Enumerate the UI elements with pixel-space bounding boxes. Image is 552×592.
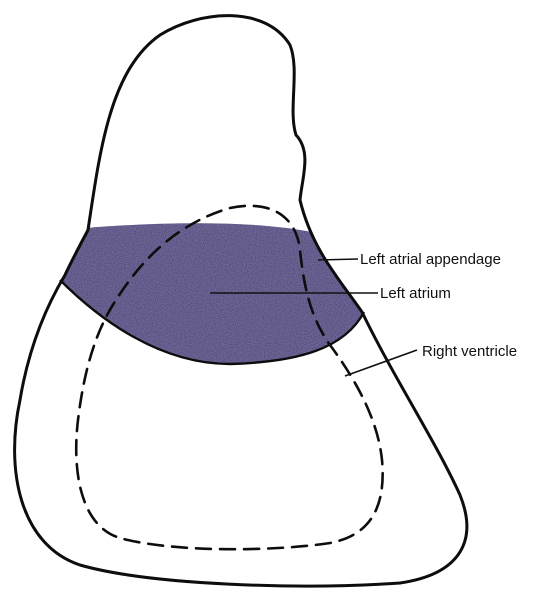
label-left-atrial-appendage: Left atrial appendage [360,251,501,268]
leader-line-right-ventricle [345,350,417,376]
label-left-atrium: Left atrium [380,285,451,302]
label-right-ventricle: Right ventricle [422,343,517,360]
leader-line-left-atrial-appendage [318,259,358,260]
